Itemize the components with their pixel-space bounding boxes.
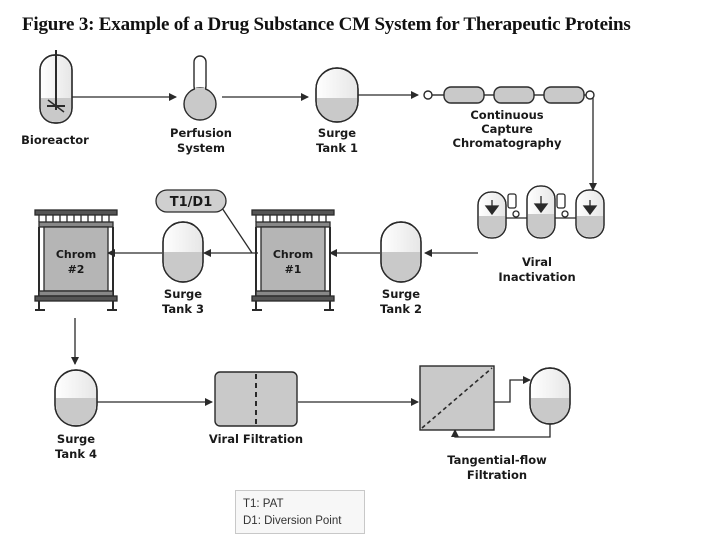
- arrow-tff-to-tank: [494, 376, 531, 403]
- viral-inactivation-label-line2: Inactivation: [498, 270, 575, 284]
- bioreactor-icon: [39, 50, 73, 124]
- viral-inactivation-icon: [477, 185, 605, 239]
- inactivation-tank-3: [575, 189, 605, 239]
- surge-tank-2-label-line1: Surge: [382, 287, 420, 301]
- tff-tank-icon: [529, 367, 571, 425]
- tff-label-line2: Filtration: [467, 468, 527, 482]
- tag-pointer-line: [221, 207, 253, 254]
- flow-arrows: [71, 91, 597, 438]
- chrom-2-icon: [34, 209, 118, 311]
- viral-inactivation-label-line1: Viral: [522, 255, 552, 269]
- surge-tank-1-icon: [315, 67, 359, 123]
- tff-label-line1: Tangential-flow: [447, 453, 547, 467]
- perfusion-label-line1: Perfusion: [170, 126, 232, 140]
- capture-label-line3: Chromatography: [453, 136, 562, 150]
- legend-box: T1: PAT D1: Diversion Point: [235, 490, 365, 534]
- chrom-2-label-line2: #2: [68, 263, 85, 276]
- legend-item-d1: D1: Diversion Point: [243, 515, 342, 527]
- t1-d1-tag-label: T1/D1: [170, 195, 213, 210]
- chrom-1-label-line1: Chrom: [273, 248, 313, 261]
- inactivation-connectors: [506, 193, 576, 219]
- inactivation-tank-1: [477, 191, 507, 239]
- capture-label-line2: Capture: [481, 122, 533, 136]
- legend-item-t1: T1: PAT: [243, 498, 284, 510]
- viral-filtration-icon: [214, 371, 298, 427]
- capture-chromatography-icon: [423, 86, 595, 104]
- perfusion-label-line2: System: [177, 141, 225, 155]
- inactivation-tank-2: [526, 185, 556, 239]
- bioreactor-label: Bioreactor: [21, 133, 89, 147]
- figure-title: Figure 3: Example of a Drug Substance CM…: [22, 14, 631, 35]
- chrom-2-label-line1: Chrom: [56, 248, 96, 261]
- chrom-1-icon: [251, 209, 335, 311]
- capture-label-line1: Continuous: [470, 108, 543, 122]
- surge-tank-2-label-line2: Tank 2: [380, 302, 422, 316]
- surge-tank-4-label-line2: Tank 4: [55, 447, 97, 461]
- surge-tank-4-icon: [54, 369, 98, 427]
- surge-tank-1-label-line1: Surge: [318, 126, 356, 140]
- surge-tank-3-label-line2: Tank 3: [162, 302, 204, 316]
- perfusion-system-icon: [183, 55, 217, 121]
- arrow-tank-recycle: [451, 422, 551, 438]
- surge-tank-3-icon: [162, 221, 204, 283]
- surge-tank-2-icon: [380, 221, 422, 283]
- t1-d1-tag: [155, 189, 227, 213]
- tff-icon: [419, 365, 495, 431]
- surge-tank-4-label-line1: Surge: [57, 432, 95, 446]
- surge-tank-3-label-line1: Surge: [164, 287, 202, 301]
- chrom-1-label-line2: #1: [285, 263, 302, 276]
- surge-tank-1-label-line2: Tank 1: [316, 141, 358, 155]
- viral-filtration-label: Viral Filtration: [209, 432, 303, 446]
